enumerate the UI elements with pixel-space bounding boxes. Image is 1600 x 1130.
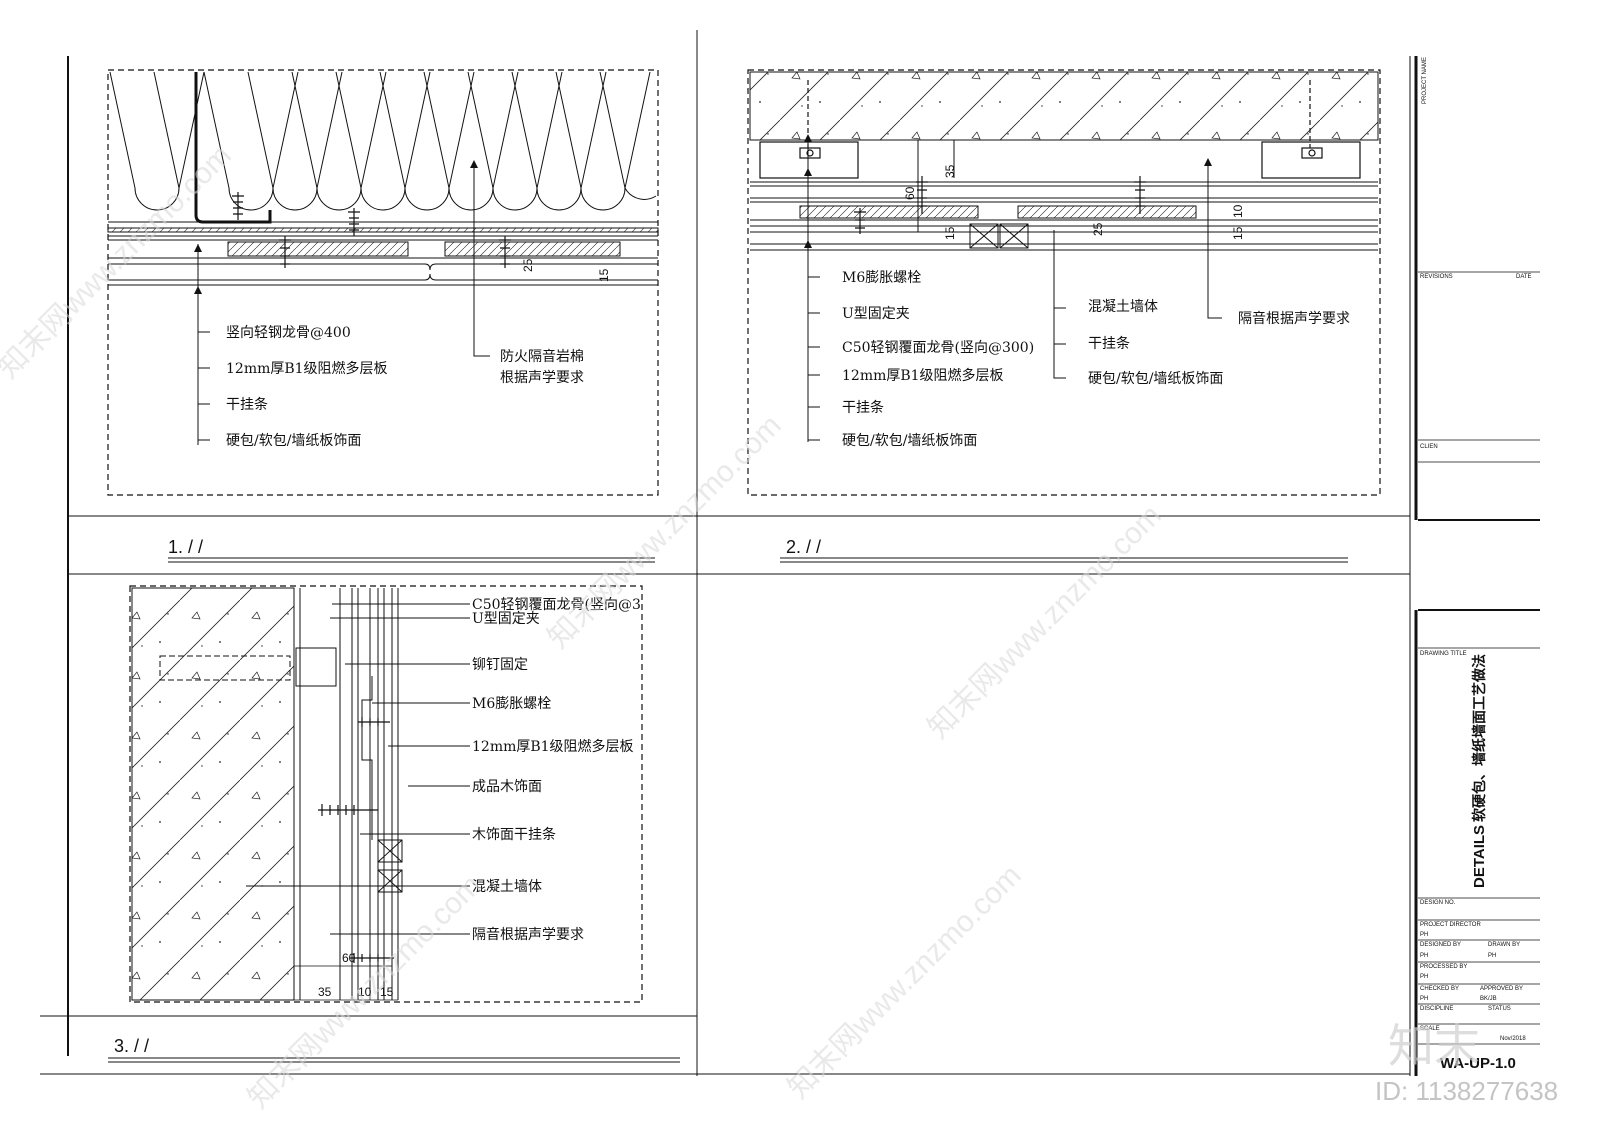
tb-date-value: Nov/2018 xyxy=(1500,1036,1526,1042)
tb-title-en: DETAILS xyxy=(1471,825,1488,888)
d1-label-acoustic: 根据声学要求 xyxy=(500,370,584,386)
d3-caption: 3. / / xyxy=(114,1036,149,1056)
d2-label-finish-2: 硬包/软包/墙纸板饰面 xyxy=(1088,371,1223,387)
tb-checked-value: PH xyxy=(1420,996,1428,1002)
sheet-grid xyxy=(40,30,1411,1076)
d2-label-clip: U型固定夹 xyxy=(842,306,910,322)
title-block: PROJECT NAME REVISIONS DATE CLIEN DRAWIN… xyxy=(1414,56,1540,1076)
tb-drawn-by: DRAWN BY xyxy=(1488,942,1520,948)
detail-2: M6膨胀螺栓 U型固定夹 C50轻钢覆面龙骨(竖向@300) 12mm厚B1级阻… xyxy=(747,69,1381,563)
tb-processed-by: PROCESSED BY xyxy=(1420,964,1467,970)
watermark-text: 知末网www.znzmo.com xyxy=(782,859,1028,1105)
d2-label-board: 12mm厚B1级阻燃多层板 xyxy=(842,367,1004,384)
d2-caption: 2. / / xyxy=(786,537,821,557)
d2-label-keel: C50轻钢覆面龙骨(竖向@300) xyxy=(842,340,1034,356)
d2-label-acoustic: 隔音根据声学要求 xyxy=(1238,310,1350,327)
tb-project-name: PROJECT NAME xyxy=(1422,57,1428,104)
tb-revisions: REVISIONS xyxy=(1420,274,1453,280)
tb-discipline: DISCIPLINE xyxy=(1420,1006,1453,1012)
tb-pd-value: PH xyxy=(1420,932,1428,938)
d1-label-finish: 硬包/软包/墙纸板饰面 xyxy=(226,433,361,449)
detail-1: 竖向轻钢龙骨@400 12mm厚B1级阻燃多层板 干挂条 硬包/软包/墙纸板饰面… xyxy=(107,69,659,563)
d3-label-bolt: M6膨胀螺栓 xyxy=(472,695,551,712)
d3-label-rivet: 铆钉固定 xyxy=(472,657,528,673)
watermark-text: 知末网www.znzmo.com xyxy=(542,409,788,655)
d1-label-stud: 竖向轻钢龙骨@400 xyxy=(226,325,351,341)
tb-designed-value: PH xyxy=(1420,953,1428,959)
tb-date: DATE xyxy=(1516,274,1532,280)
d2-dim-10: 10 xyxy=(1231,204,1245,218)
d3-label-keel: C50轻钢覆面龙骨(竖向@3 xyxy=(472,597,641,613)
d3-label-strip: 木饰面干挂条 xyxy=(472,826,556,843)
rockwool-fill xyxy=(109,71,657,211)
d3-dim-15: 15 xyxy=(380,985,394,999)
watermark-text: 知末网www.znzmo.com xyxy=(922,499,1168,745)
d2-label-strip-2: 干挂条 xyxy=(1088,335,1130,352)
tb-title-cn: 软硬包、墙纸墙面工艺做法 xyxy=(1471,654,1488,822)
d3-label-board: 12mm厚B1级阻燃多层板 xyxy=(472,738,634,755)
tb-drawn-value: PH xyxy=(1488,953,1496,959)
tb-project-director: PROJECT DIRECTOR xyxy=(1420,922,1481,928)
d1-label-rockwool: 防火隔音岩棉 xyxy=(500,348,584,365)
d3-label-wall: 混凝土墙体 xyxy=(472,879,542,895)
tb-sheet-no: WA-UP-1.0 xyxy=(1440,1055,1516,1072)
d2-dim-15b: 15 xyxy=(1231,226,1245,240)
watermark-id: ID: 1138277638 xyxy=(1375,1076,1558,1106)
watermark-text: 知末网www.znzmo.com xyxy=(0,139,238,385)
tb-status: STATUS xyxy=(1488,1006,1511,1012)
d2-dim-60: 60 xyxy=(903,186,917,200)
tb-approved-by: APPROVED BY xyxy=(1480,986,1523,992)
d2-label-bolt: M6膨胀螺栓 xyxy=(842,269,921,286)
d3-dim-10: 10 xyxy=(358,985,372,999)
d3-dim-60: 60 xyxy=(342,951,356,965)
d1-label-strip: 干挂条 xyxy=(226,396,268,413)
tb-designed-by: DESIGNED BY xyxy=(1420,942,1461,948)
d2-label-strip: 干挂条 xyxy=(842,399,884,416)
d2-dim-25: 25 xyxy=(1091,222,1105,236)
d1-caption: 1. / / xyxy=(168,537,203,557)
d3-dim-35: 35 xyxy=(318,985,332,999)
d3-label-acoustic: 隔音根据声学要求 xyxy=(472,926,584,943)
d2-dim-15a: 15 xyxy=(943,226,957,240)
tb-drawing-title: DRAWING TITLE xyxy=(1420,651,1467,657)
tb-approved-value: BK/JB xyxy=(1480,996,1497,1002)
d2-label-finish: 硬包/软包/墙纸板饰面 xyxy=(842,433,977,449)
d1-label-board: 12mm厚B1级阻燃多层板 xyxy=(226,360,388,377)
tb-checked-by: CHECKED BY xyxy=(1420,986,1459,992)
d2-label-wall: 混凝土墙体 xyxy=(1088,299,1158,315)
d3-label-clip: U型固定夹 xyxy=(472,611,540,627)
d3-label-wood: 成品木饰面 xyxy=(472,779,542,795)
d2-dim-35: 35 xyxy=(943,164,957,178)
detail-3: C50轻钢覆面龙骨(竖向@3 U型固定夹 铆钉固定 M6膨胀螺栓 12mm厚B1… xyxy=(108,585,680,1063)
watermark-logo: 知末 xyxy=(1388,1019,1480,1073)
tb-design-no: DESIGN NO. xyxy=(1420,900,1456,906)
d1-dim-15: 15 xyxy=(597,268,611,282)
d1-dim-25: 25 xyxy=(521,258,535,272)
tb-scale: SCALE xyxy=(1420,1026,1440,1032)
tb-client: CLIEN xyxy=(1420,444,1438,450)
tb-processed-value: PH xyxy=(1420,974,1428,980)
